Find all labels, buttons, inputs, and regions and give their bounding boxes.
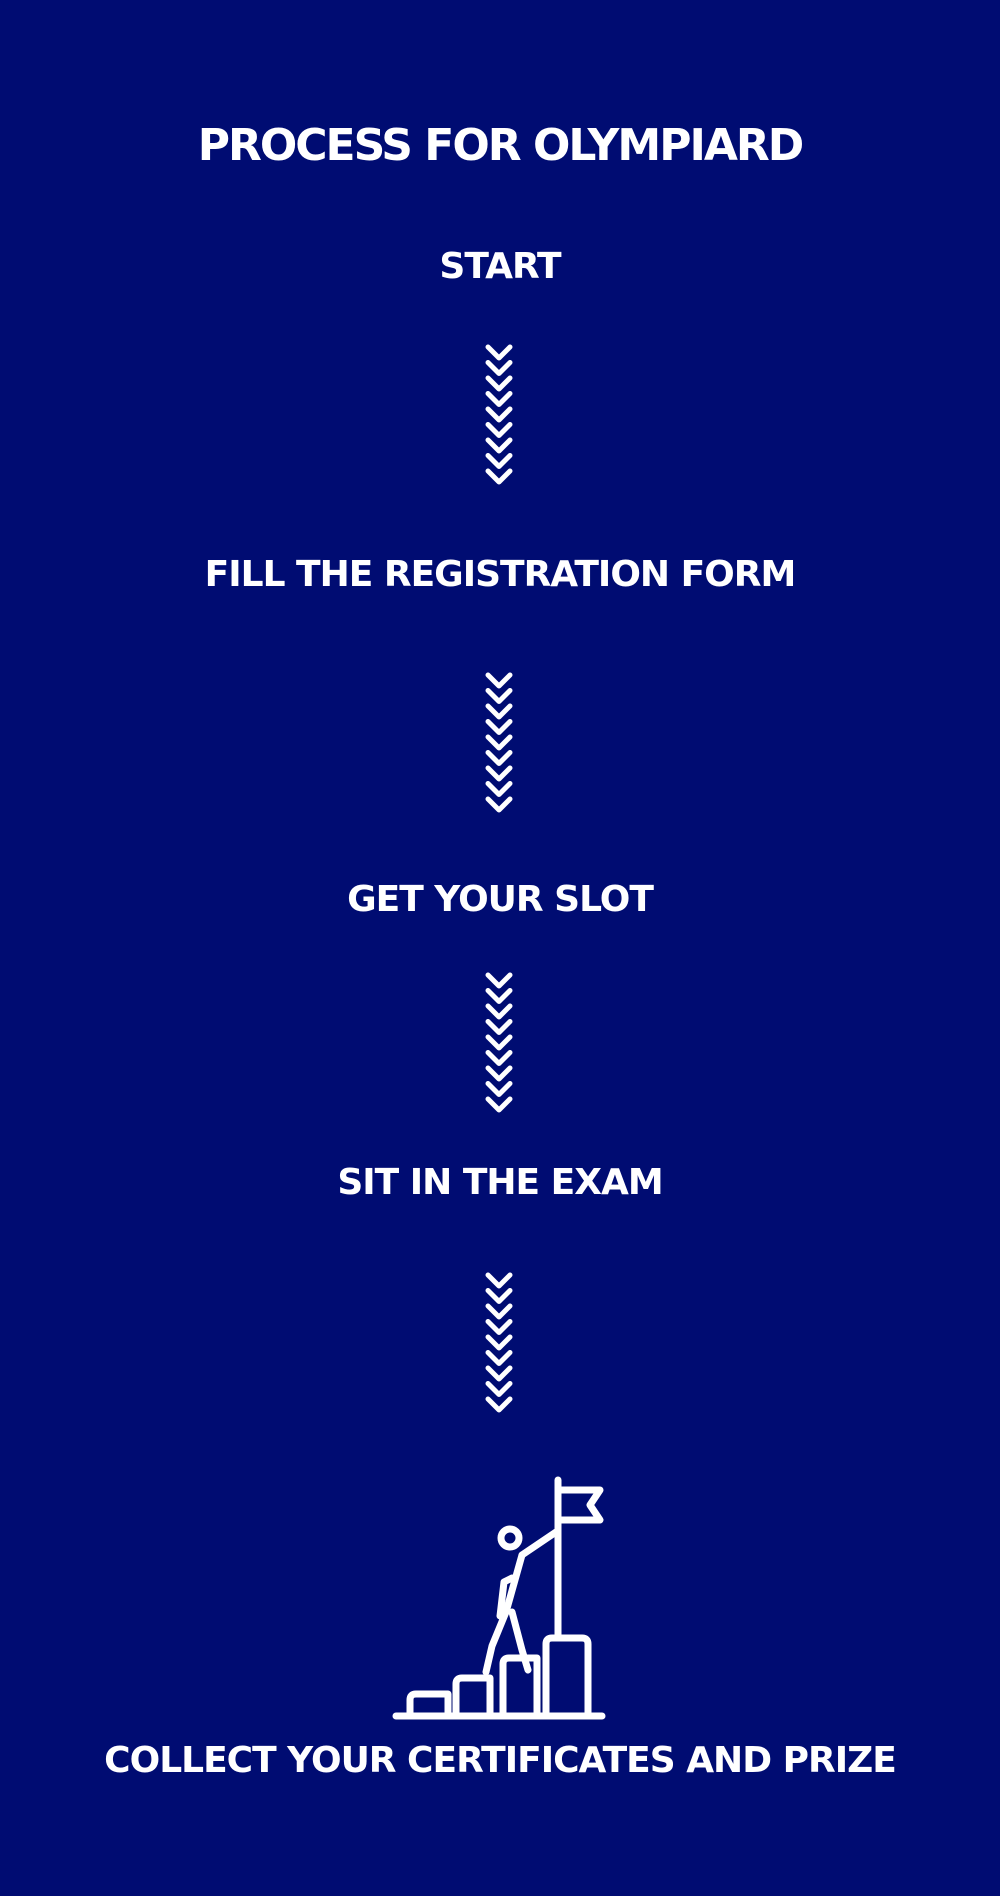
chevron-down-icon: [485, 750, 513, 766]
chevron-down-icon: [485, 468, 513, 485]
chevron-down-icon: [485, 360, 513, 376]
chevron-down-icon: [485, 437, 513, 454]
chevron-down-icon: [485, 453, 513, 469]
page-title: PROCESS FOR OLYMPIARD: [197, 120, 805, 171]
chevron-down-icon: [485, 1396, 513, 1413]
chevron-down-icon: [485, 1050, 513, 1066]
step-sit-in-the-exam: SIT IN THE EXAM: [337, 1162, 663, 1203]
step-fill-registration-form: FILL THE REGISTRATION FORM: [204, 554, 797, 595]
chevron-down-stack-icon: [485, 344, 513, 485]
chevron-down-icon: [485, 796, 513, 813]
chevron-down-icon: [485, 391, 513, 407]
chevron-down-icon: [485, 1081, 513, 1097]
chevron-down-icon: [485, 375, 513, 392]
chevron-down-stack-icon: [485, 972, 513, 1113]
chevron-down-icon: [485, 972, 513, 989]
chevron-down-icon: [485, 1003, 513, 1020]
chevron-down-icon: [485, 1065, 513, 1082]
chevron-down-icon: [485, 703, 513, 720]
chevron-down-icon: [485, 1381, 513, 1397]
chevron-down-icon: [485, 344, 513, 361]
chevron-down-icon: [485, 1303, 513, 1320]
chevron-down-icon: [485, 1350, 513, 1366]
chevron-down-icon: [485, 1272, 513, 1289]
chevron-down-icon: [485, 1334, 513, 1351]
chevron-down-icon: [485, 1096, 513, 1113]
chevron-down-icon: [485, 988, 513, 1004]
chevron-down-stack-icon: [485, 1272, 513, 1413]
step-collect-certificates-and-prize: COLLECT YOUR CERTIFICATES AND PRIZE: [104, 1740, 897, 1781]
chevron-down-icon: [485, 1365, 513, 1382]
chevron-down-stack-icon: [485, 672, 513, 813]
chevron-down-icon: [485, 781, 513, 797]
chevron-down-icon: [485, 1288, 513, 1304]
chevron-down-icon: [485, 672, 513, 689]
step-get-your-slot: GET YOUR SLOT: [347, 879, 654, 920]
chevron-down-icon: [485, 1019, 513, 1035]
chevron-down-icon: [485, 734, 513, 751]
chevron-down-icon: [485, 688, 513, 704]
chevron-down-icon: [485, 1319, 513, 1335]
climber-flag-podium-icon: [392, 1476, 606, 1720]
chevron-down-icon: [485, 719, 513, 735]
chevron-down-icon: [485, 406, 513, 423]
chevron-down-icon: [485, 1034, 513, 1051]
chevron-down-icon: [485, 422, 513, 438]
chevron-down-icon: [485, 765, 513, 782]
step-start: START: [439, 246, 561, 287]
